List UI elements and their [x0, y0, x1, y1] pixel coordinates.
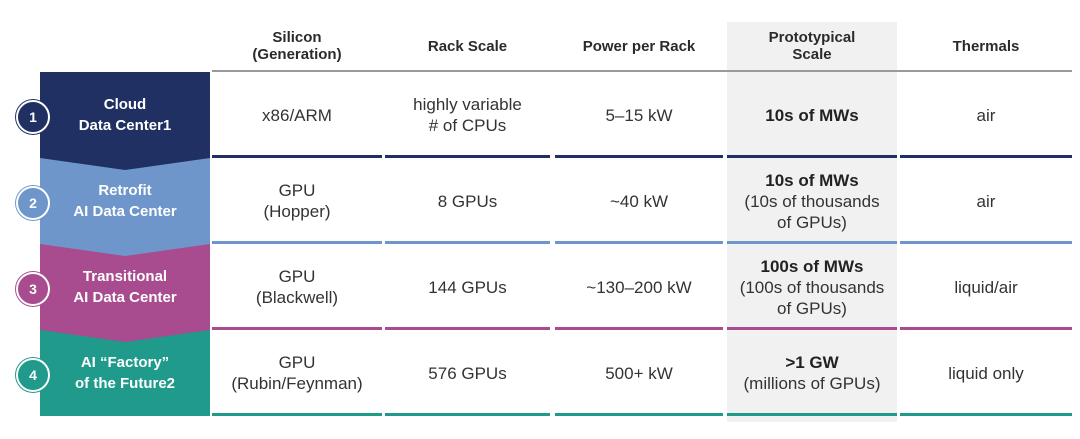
- scale-main-value: 100s of MWs: [760, 256, 864, 276]
- row-divider: [900, 241, 1072, 244]
- table-row: Transitional AI Data Center 3 GPU (Blackwe…: [0, 232, 1080, 342]
- header-rack-scale: Rack Scale: [427, 37, 508, 55]
- scale-main-value: 10s of MWs: [765, 170, 859, 190]
- row-label-text: Cloud Data Center1: [78, 96, 172, 134]
- cell-rack-scale: highly variable # of CPUs: [413, 95, 522, 135]
- row-divider: [555, 241, 723, 244]
- header-scale: Prototypical Scale: [768, 29, 856, 63]
- scale-sub-value: (100s of thousands of GPUs): [739, 277, 885, 318]
- highlight-column: [727, 22, 897, 422]
- header-power: Power per Rack: [582, 37, 696, 55]
- cell-thermals: air: [976, 191, 996, 211]
- cell-silicon: GPU (Rubin/Feynman): [231, 353, 363, 393]
- row-label-segment: Cloud Data Center1: [40, 72, 210, 170]
- scale-sub-value: (millions of GPUs): [743, 374, 881, 393]
- cell-rack-scale: 144 GPUs: [428, 277, 507, 297]
- row-divider: [900, 155, 1072, 158]
- row-divider: [727, 155, 897, 158]
- row-divider: [385, 241, 550, 244]
- row-divider: [212, 241, 382, 244]
- cell-rack-scale: 576 GPUs: [428, 363, 507, 383]
- row-divider: [900, 327, 1072, 330]
- row-divider: [555, 327, 723, 330]
- cell-silicon: GPU (Hopper): [263, 181, 331, 221]
- row-divider: [212, 155, 382, 158]
- cell-power: 500+ kW: [605, 363, 673, 383]
- cell-scale: >1 GW (millions of GPUs): [727, 330, 897, 416]
- row-number-badge: 3: [16, 272, 50, 306]
- scale-main-value: >1 GW: [785, 353, 839, 372]
- row-divider: [727, 327, 897, 330]
- cell-thermals: air: [976, 105, 996, 125]
- row-divider: [385, 413, 550, 416]
- cell-rack-scale: 8 GPUs: [437, 191, 498, 211]
- row-label-text: Retrofit AI Data Center: [73, 182, 177, 220]
- scale-main-value: 10s of MWs: [765, 105, 859, 125]
- scale-sub-value: (10s of thousands of GPUs): [744, 191, 880, 232]
- row-divider: [900, 413, 1072, 416]
- table-row: Retrofit AI Data Center 2 GPU (Hopper) 8 GP…: [0, 146, 1080, 256]
- cell-power: 5–15 kW: [605, 105, 673, 125]
- cell-scale: 10s of MWs(10s of thousands of GPUs): [727, 158, 897, 244]
- row-number-badge: 4: [16, 358, 50, 392]
- header-silicon: Silicon (Generation): [252, 29, 342, 63]
- row-label-text: AI “Factory” of the Future2: [75, 354, 175, 392]
- row-divider: [212, 413, 382, 416]
- row-divider: [555, 155, 723, 158]
- row-divider: [555, 413, 723, 416]
- header-thermals: Thermals: [952, 37, 1020, 55]
- row-number-badge: 2: [16, 186, 50, 220]
- table-header: Silicon (Generation) Rack Scale Power pe…: [0, 22, 1080, 70]
- cell-power: ~40 kW: [609, 191, 669, 211]
- cell-silicon: GPU (Blackwell): [255, 267, 339, 307]
- row-label-text: Transitional AI Data Center: [73, 268, 177, 306]
- cell-power: ~130–200 kW: [586, 277, 692, 297]
- row-divider: [212, 327, 382, 330]
- cell-scale: 10s of MWs: [727, 72, 897, 158]
- cell-thermals: liquid/air: [954, 277, 1018, 297]
- row-divider: [727, 241, 897, 244]
- cell-thermals: liquid only: [948, 363, 1024, 383]
- table-row: AI “Factory” of the Future2 4 GPU (Rubin/F…: [0, 318, 1080, 416]
- row-number-badge: 1: [16, 100, 50, 134]
- cell-scale: 100s of MWs(100s of thousands of GPUs): [727, 244, 897, 330]
- row-divider: [385, 155, 550, 158]
- row-divider: [727, 413, 897, 416]
- cell-silicon: x86/ARM: [262, 105, 332, 125]
- row-divider: [385, 327, 550, 330]
- table-row: Cloud Data Center1 1 x86/ARM highly variabl…: [0, 72, 1080, 170]
- header-divider: [212, 70, 1072, 72]
